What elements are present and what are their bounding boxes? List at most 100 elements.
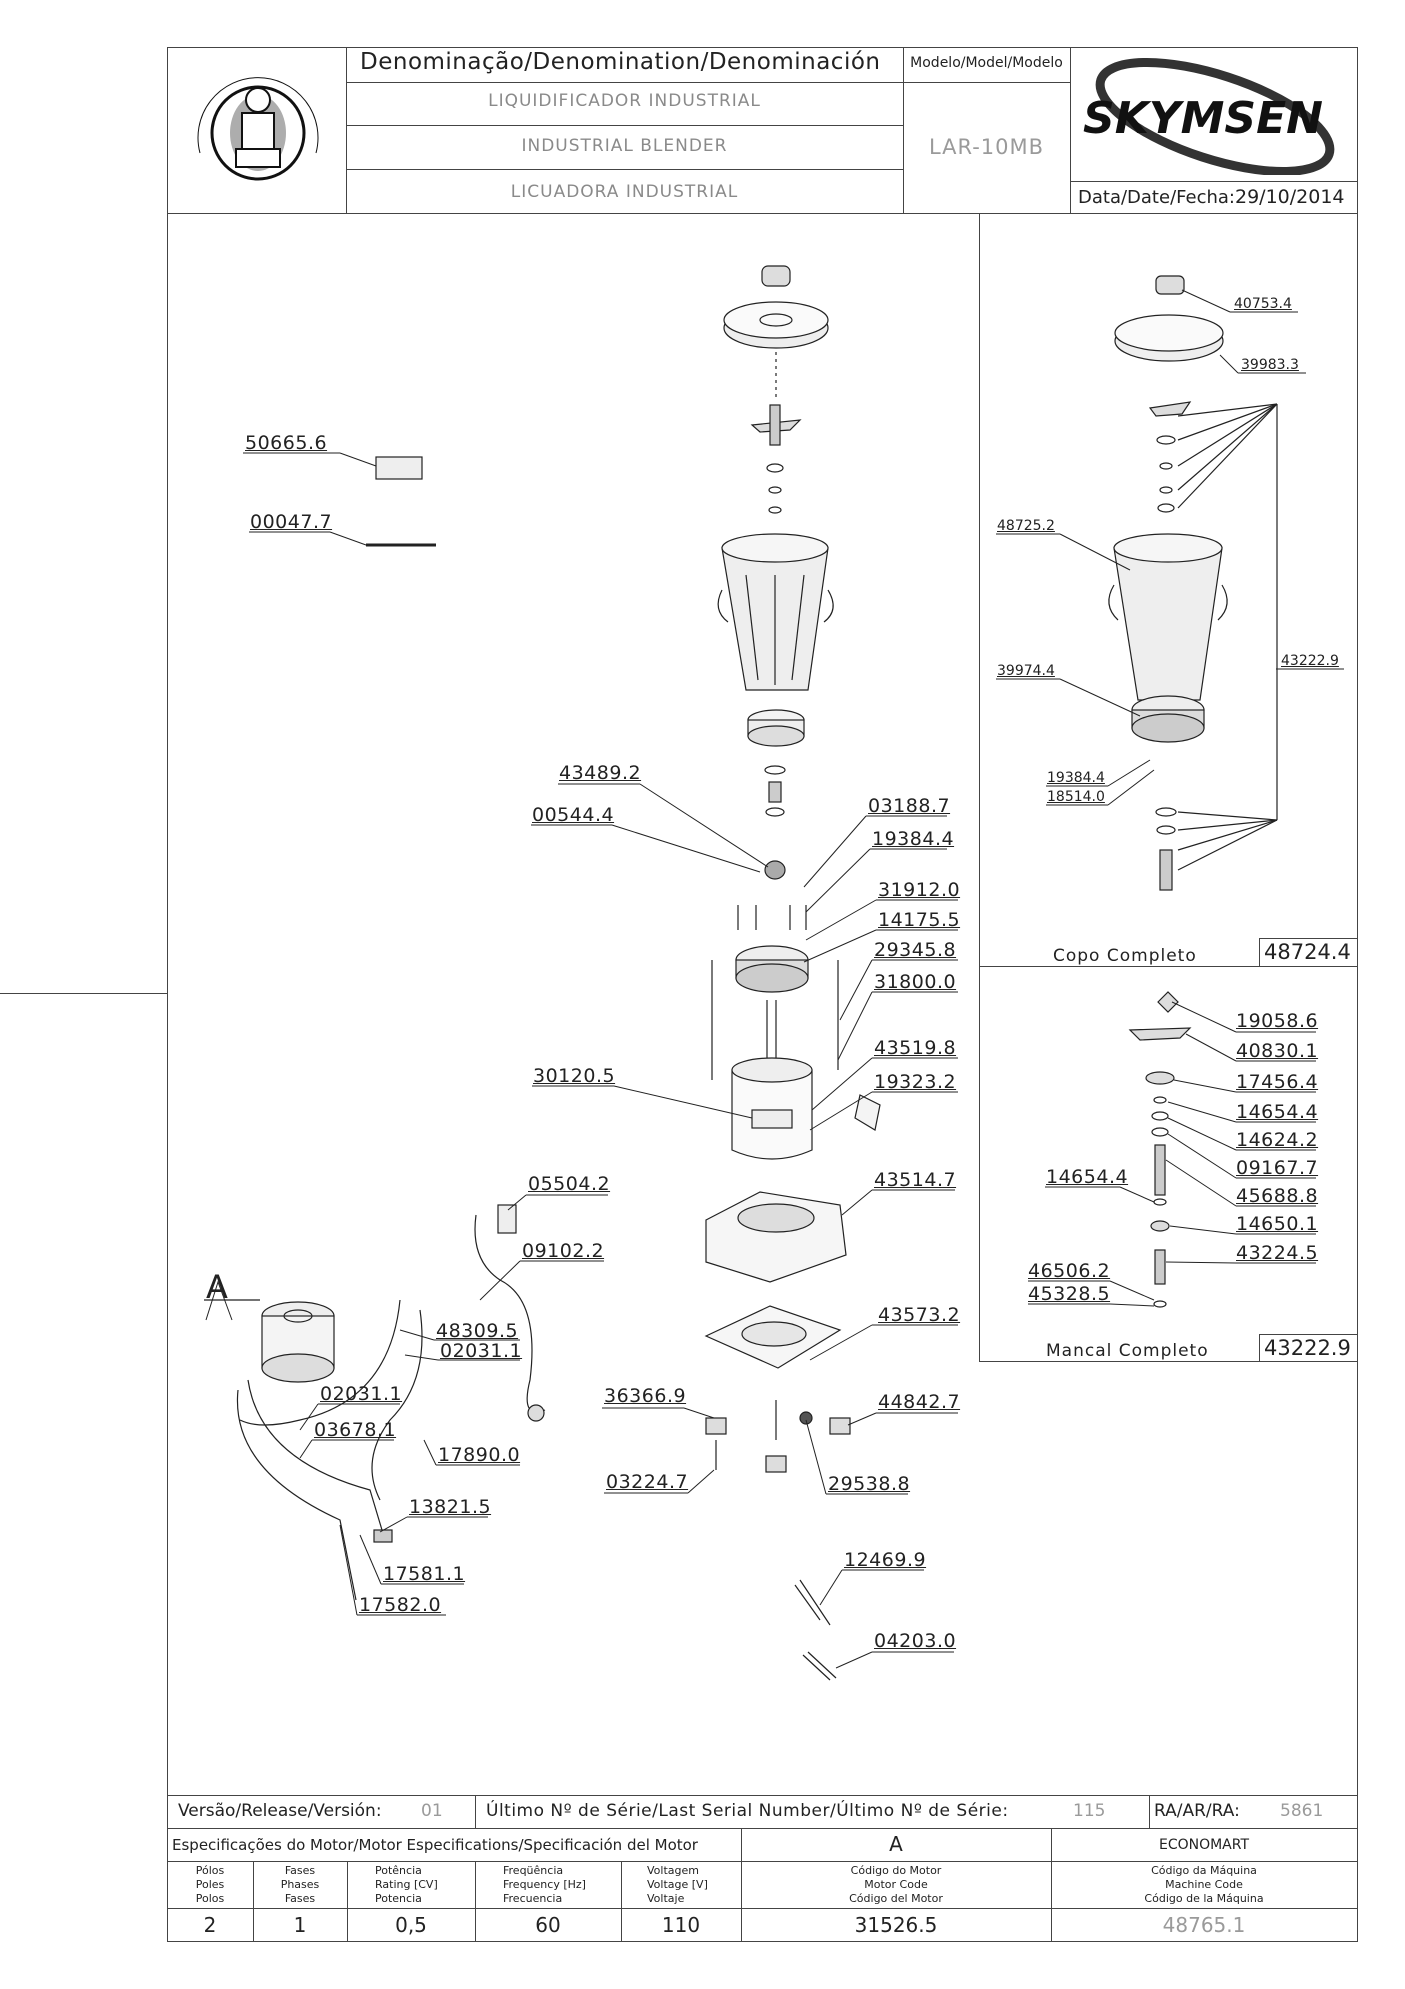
part-label: 17582.0 [359,1594,442,1616]
mancal-part-label: 14654.4 [1236,1101,1319,1123]
mancal-part-label: 43224.5 [1236,1242,1319,1264]
part-label: 14175.5 [878,909,961,931]
col-phases-header: Fases Phases Fases [280,1864,320,1905]
part-label: 13821.5 [409,1496,492,1518]
val-machine: 48765.1 [1162,1913,1246,1937]
client-name: ECONOMART [1158,1837,1250,1853]
footer-row-4 [167,1908,1358,1909]
footer-sep-client [1051,1828,1052,1941]
part-label: 12469.9 [844,1549,927,1571]
part-label: 03188.7 [868,795,951,817]
header-row-3 [346,169,903,170]
part-label: 19384.4 [872,828,955,850]
footer-col-2 [347,1861,348,1941]
callout-a: A [206,1268,228,1306]
footer-top-line [167,1795,1358,1796]
part-label: 43514.7 [874,1169,957,1191]
copo-code-box [1259,938,1357,966]
part-label: 09102.2 [522,1240,605,1262]
part-label: 00544.4 [532,804,615,826]
footer-row-3 [167,1861,1358,1862]
mancal-part-label: 40830.1 [1236,1040,1319,1062]
outer-frame-top [167,47,1358,48]
mancal-part-label: 45688.8 [1236,1185,1319,1207]
outer-frame-bottom [167,1941,1358,1942]
part-label: 02031.1 [440,1340,523,1362]
footer-col-3 [475,1861,476,1941]
part-label: 29345.8 [874,939,957,961]
header-row-1 [346,82,903,83]
model-label: Modelo/Model/Modelo [910,55,1063,71]
model-row-line [903,82,1070,83]
mancal-code: 43222.9 [1264,1336,1351,1360]
motor-spec-value: A [889,1832,903,1856]
copo-part-label: 48725.2 [997,518,1055,534]
val-poles: 2 [203,1913,217,1937]
mancal-part-label: 17456.4 [1236,1071,1319,1093]
part-label: 30120.5 [533,1065,616,1087]
val-freq: 60 [535,1913,561,1937]
denomination-label: Denominação/Denomination/Denominación [360,49,881,75]
part-label: 44842.7 [878,1391,961,1413]
mancal-part-label: 19058.6 [1236,1010,1319,1032]
mancal-label: Mancal Completo [1046,1341,1209,1361]
footer-row-2 [167,1828,1358,1829]
header-sep-3 [1070,47,1071,214]
col-poles-header: Pólos Poles Polos [195,1864,225,1905]
part-label: 02031.1 [320,1383,403,1405]
copo-part-label: 43222.9 [1281,653,1339,669]
ra-label: RA/AR/RA: [1154,1801,1240,1821]
part-label: 43519.8 [874,1037,957,1059]
part-label: 48309.5 [436,1320,519,1342]
outer-frame-left [167,47,168,1942]
footer-col-4 [621,1861,622,1941]
mancal-part-label: 09167.7 [1236,1157,1319,1179]
footer-sep-motorA [741,1828,742,1941]
date-label-text: Data/Date/Fecha: [1078,187,1235,208]
footer-sep-serial [475,1795,476,1828]
col-machine-header: Código da Máquina Machine Code Código de… [1144,1864,1264,1905]
col-motor-header: Código do Motor Motor Code Código del Mo… [849,1864,943,1905]
mancal-part-label: 46506.2 [1028,1260,1111,1282]
part-label: 17890.0 [438,1444,521,1466]
val-volt: 110 [661,1913,701,1937]
part-label: 31912.0 [878,879,961,901]
part-label: 29538.8 [828,1473,911,1495]
part-label: 19323.2 [874,1071,957,1093]
date-label: Data/Date/Fecha:29/10/2014 [1078,186,1345,208]
copo-label: Copo Completo [1053,946,1197,966]
serial-label: Último Nº de Série/Last Serial Number/Úl… [486,1801,1009,1821]
outer-frame-right [1357,47,1358,1942]
page-edge-line [0,993,167,994]
ra-value: 5861 [1280,1801,1324,1821]
header-sep-2 [903,47,904,214]
name-pt: LIQUIDIFICADOR INDUSTRIAL [488,91,761,111]
model-value: LAR-10MB [928,135,1045,159]
part-label: 05504.2 [528,1173,611,1195]
copo-part-label: 39983.3 [1241,357,1299,373]
version-value: 01 [421,1801,443,1821]
copo-part-label: 18514.0 [1047,789,1105,805]
svg-text:SKYMSEN: SKYMSEN [1083,93,1323,144]
motor-spec-label: Especificações do Motor/Motor Especifica… [172,1836,698,1854]
part-label: 31800.0 [874,971,957,993]
part-label: 50665.6 [245,432,328,454]
version-label: Versão/Release/Versión: [178,1801,382,1821]
val-phases: 1 [293,1913,307,1937]
copo-part-label: 40753.4 [1234,296,1292,312]
val-rating: 0,5 [395,1913,427,1937]
mancal-part-label: 14624.2 [1236,1129,1319,1151]
header-sep-1 [346,47,347,214]
mancal-part-label: 14650.1 [1236,1213,1319,1235]
header-bottom-line [167,213,1358,214]
header-row-2 [346,125,903,126]
col-freq-header: Freqüência Frequency [Hz] Frecuencia [503,1864,586,1905]
copo-part-label: 19384.4 [1047,770,1105,786]
copo-box-left [979,213,980,1362]
part-label: 17581.1 [383,1563,466,1585]
mancal-box-bottom [979,1361,1358,1362]
copo-box-bottom [979,966,1358,967]
part-label: 03678.1 [314,1419,397,1441]
date-row-line [1070,181,1358,182]
